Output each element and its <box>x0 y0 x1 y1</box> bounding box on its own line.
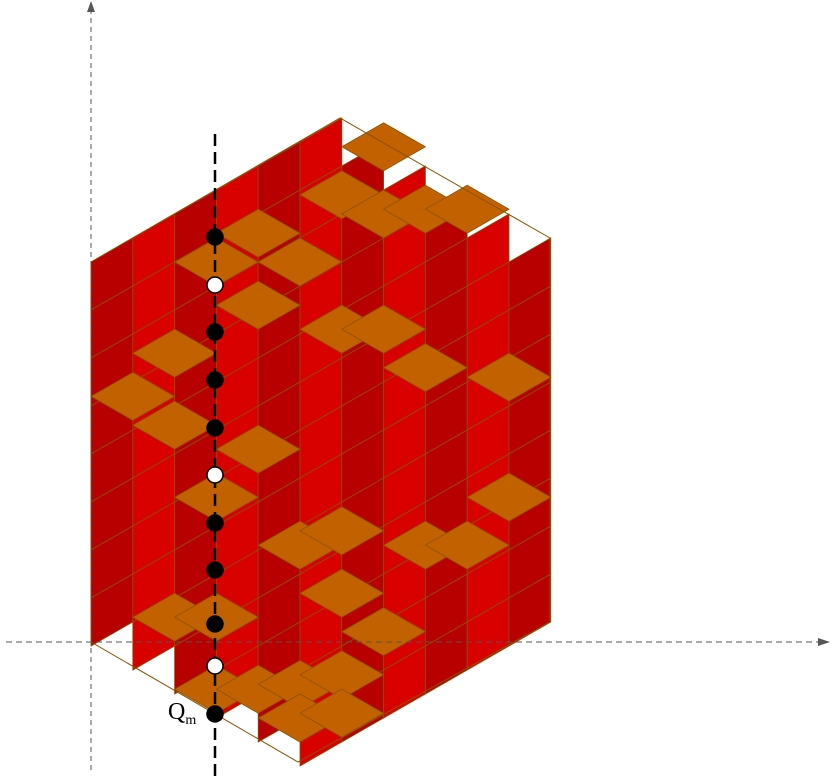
particle-filled <box>206 323 224 341</box>
top-face-rhombus <box>215 208 301 258</box>
top-face-rhombus <box>424 184 510 234</box>
particle-filled <box>206 228 224 246</box>
particle-filled <box>206 419 224 437</box>
particle-empty <box>206 466 224 484</box>
qm-label: Qm <box>168 699 197 728</box>
particle-filled <box>206 615 224 633</box>
top-face-rhombus <box>257 237 343 287</box>
top-face-rhombus <box>299 568 385 618</box>
particle-empty <box>206 276 224 294</box>
particle-filled <box>206 514 224 532</box>
top-face-rhombus <box>424 520 510 570</box>
top-face-rhombus <box>340 607 427 657</box>
side-face-rhombus <box>508 573 552 647</box>
y-axis-arrow-icon <box>87 1 95 12</box>
particle-empty <box>206 657 224 675</box>
top-face-rhombus <box>466 352 552 402</box>
top-face-rhombus <box>90 371 176 421</box>
particle-filled <box>206 705 224 723</box>
top-face-rhombus <box>340 122 427 172</box>
top-face-rhombus <box>299 506 385 556</box>
top-face-rhombus <box>340 304 427 354</box>
top-face-rhombus <box>466 472 552 522</box>
coordinate-axes <box>6 1 830 770</box>
particle-filled <box>206 561 224 579</box>
top-face-rhombus <box>299 170 385 220</box>
particle-filled <box>206 371 224 389</box>
top-face-rhombus <box>131 328 218 378</box>
top-face-rhombus <box>215 424 301 474</box>
x-axis-arrow-icon <box>818 638 830 646</box>
rhombus-tiles <box>90 117 552 767</box>
top-face-rhombus <box>131 400 218 450</box>
top-face-rhombus <box>382 343 469 393</box>
top-face-rhombus <box>215 280 301 330</box>
particle-column <box>206 228 224 723</box>
